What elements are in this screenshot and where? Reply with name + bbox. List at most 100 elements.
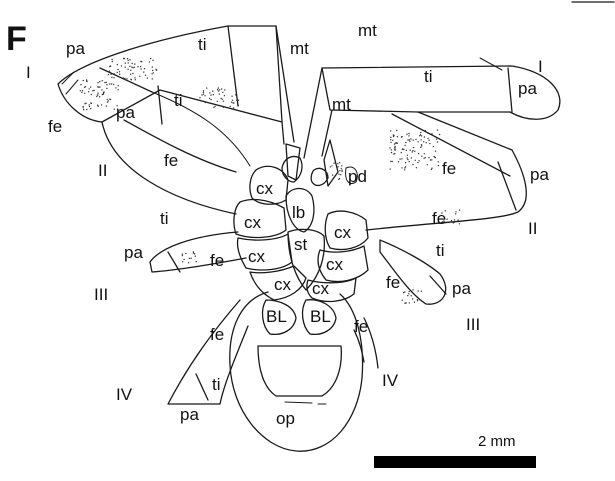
stipple-dot (125, 67, 126, 68)
stipple-dot (423, 158, 424, 159)
stipple-dot (401, 158, 402, 159)
stipple-dot (218, 87, 219, 88)
stipple-dot (117, 72, 118, 73)
stipple-dot (394, 143, 395, 144)
stipple-dot (409, 141, 410, 142)
stipple-dot (109, 83, 110, 84)
stipple-dot (125, 62, 126, 63)
stipple-dot (417, 141, 418, 142)
stipple-dot (141, 61, 142, 62)
stipple-dot (413, 147, 414, 148)
stipple-dot (119, 71, 120, 72)
stipple-dot (433, 146, 434, 147)
stipple-dot (113, 84, 114, 85)
stipple-dot (438, 165, 439, 166)
stipple-dot (90, 102, 91, 103)
stipple-dot (415, 160, 416, 161)
stipple-dot (217, 89, 218, 90)
stipple-dot (427, 138, 428, 139)
stipple-dot (113, 77, 114, 78)
stipple-dot (209, 98, 210, 99)
stipple-dot (231, 96, 232, 97)
stipple-dot (99, 96, 100, 97)
stipple-dot (114, 108, 115, 109)
stipple-dot (204, 95, 205, 96)
stipple-dot (101, 89, 102, 90)
label-cx: cx (248, 247, 266, 266)
stipple-dot (134, 77, 135, 78)
stipple-dot (410, 149, 411, 150)
stipple-dot (411, 295, 412, 296)
stipple-dot (130, 70, 131, 71)
label-cx: cx (312, 279, 330, 298)
stipple-dot (143, 71, 144, 72)
stipple-dot (118, 85, 119, 86)
stipple-dot (428, 133, 429, 134)
label-leg-IV: IV (382, 371, 399, 390)
panel-letter: F (6, 20, 27, 58)
label-cx: cx (326, 255, 344, 274)
stipple-dot (129, 59, 130, 60)
stipple-dot (86, 79, 87, 80)
stipple-dot (217, 101, 218, 102)
stipple-dot (457, 219, 458, 220)
stipple-dot (416, 167, 417, 168)
stipple-dot (107, 99, 108, 100)
stipple-dot (420, 132, 421, 133)
stipple-dot (88, 91, 89, 92)
label-leg-II: II (98, 161, 107, 180)
stipple-dot (421, 135, 422, 136)
stipple-dot (425, 130, 426, 131)
stipple-dot (412, 150, 413, 151)
stipple-dot (183, 259, 184, 260)
stipple-dot (233, 102, 234, 103)
leg-I-left-tarsus (286, 144, 300, 180)
stipple-dot (451, 220, 452, 221)
stipple-dot (337, 163, 338, 164)
stipple-dot (219, 89, 220, 90)
stipple-dot (182, 254, 183, 255)
stipple-dot (218, 90, 219, 91)
stipple-dot (97, 94, 98, 95)
stipple-dot (117, 69, 118, 70)
stipple-dot (132, 63, 133, 64)
label-pa: pa (180, 405, 199, 424)
stipple-dot (140, 66, 141, 67)
label-leg-II: II (528, 219, 537, 238)
stipple-dot (407, 295, 408, 296)
opercula-line (285, 402, 326, 404)
stipple-dot (421, 156, 422, 157)
stipple-dot (89, 106, 90, 107)
stipple-dot (433, 156, 434, 157)
stipple-dot (139, 76, 140, 77)
label-pa: pa (66, 39, 85, 58)
leg-I-right-metatarsus (304, 68, 332, 158)
stipple-dot (332, 174, 333, 175)
stipple-dot (402, 300, 403, 301)
label-ti: ti (198, 35, 207, 54)
stipple-dot (404, 169, 405, 170)
stipple-dot (222, 106, 223, 107)
stipple-dot (127, 69, 128, 70)
stipple-dot (194, 253, 195, 254)
stipple-dot (431, 133, 432, 134)
stipple-dot (152, 70, 153, 71)
label-pa: pa (530, 165, 549, 184)
label-ti: ti (424, 67, 433, 86)
stipple-dot (151, 73, 152, 74)
stipple-dot (222, 92, 223, 93)
stipple-dot (210, 94, 211, 95)
label-mt: mt (290, 39, 309, 58)
label-cx: cx (274, 275, 292, 294)
stipple-dot (112, 61, 113, 62)
stipple-dot (417, 299, 418, 300)
stipple-dot (134, 67, 135, 68)
stipple-dot (109, 66, 110, 67)
stipple-dot (213, 107, 214, 108)
stipple-dot (149, 61, 150, 62)
stipple-dot (223, 101, 224, 102)
label-sternum: st (294, 235, 308, 254)
stipple-dot (236, 100, 237, 101)
leg-I-left-claw (62, 72, 78, 94)
stipple-dot (393, 153, 394, 154)
